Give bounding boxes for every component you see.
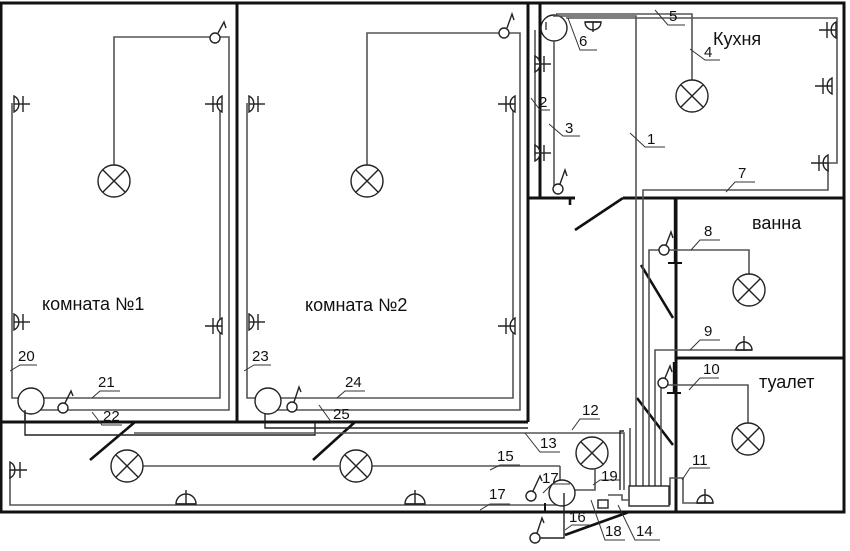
callout-8: 8 [704,223,713,240]
room-label-room1: комната №1 [42,294,145,314]
callout-13: 13 [540,435,557,452]
callout-20: 20 [18,348,35,365]
callout-16: 16 [569,509,586,526]
callout-23: 23 [252,348,269,365]
callout-6: 6 [579,33,588,50]
room-label-toilet: туалет [759,372,815,392]
callout-15: 15 [497,448,514,465]
callout-21: 21 [98,374,115,391]
callout-2: 2 [539,94,548,111]
doors [89,196,675,537]
callout-11: 11 [692,452,708,469]
bath-toilet-wiring [648,198,766,505]
callout-1: 1 [647,131,656,148]
callout-9: 9 [704,323,713,340]
room2-wiring [246,11,528,429]
callout-7: 7 [738,165,747,182]
callout-3: 3 [565,120,574,137]
callout-14: 14 [636,523,653,540]
room-label-kitchen: Кухня [713,29,762,49]
callout-18: 18 [605,523,622,540]
kitchen-wiring [534,13,838,490]
callout-leaders [9,9,755,541]
callout-25: 25 [333,406,350,423]
callout-10: 10 [703,361,720,378]
corridor-wiring [9,428,670,544]
callout-19: 19 [601,468,618,485]
callout-24: 24 [345,374,362,391]
callout-22: 22 [103,408,120,425]
callout-5: 5 [669,8,678,25]
room1-wiring [11,20,316,436]
callout-4: 4 [704,44,713,61]
room-label-room2: комната №2 [305,295,408,315]
room-label-bath: ванна [752,213,802,233]
callout-17a: 17 [542,470,559,487]
callout-17b: 17 [489,486,506,503]
callout-12: 12 [582,402,599,419]
